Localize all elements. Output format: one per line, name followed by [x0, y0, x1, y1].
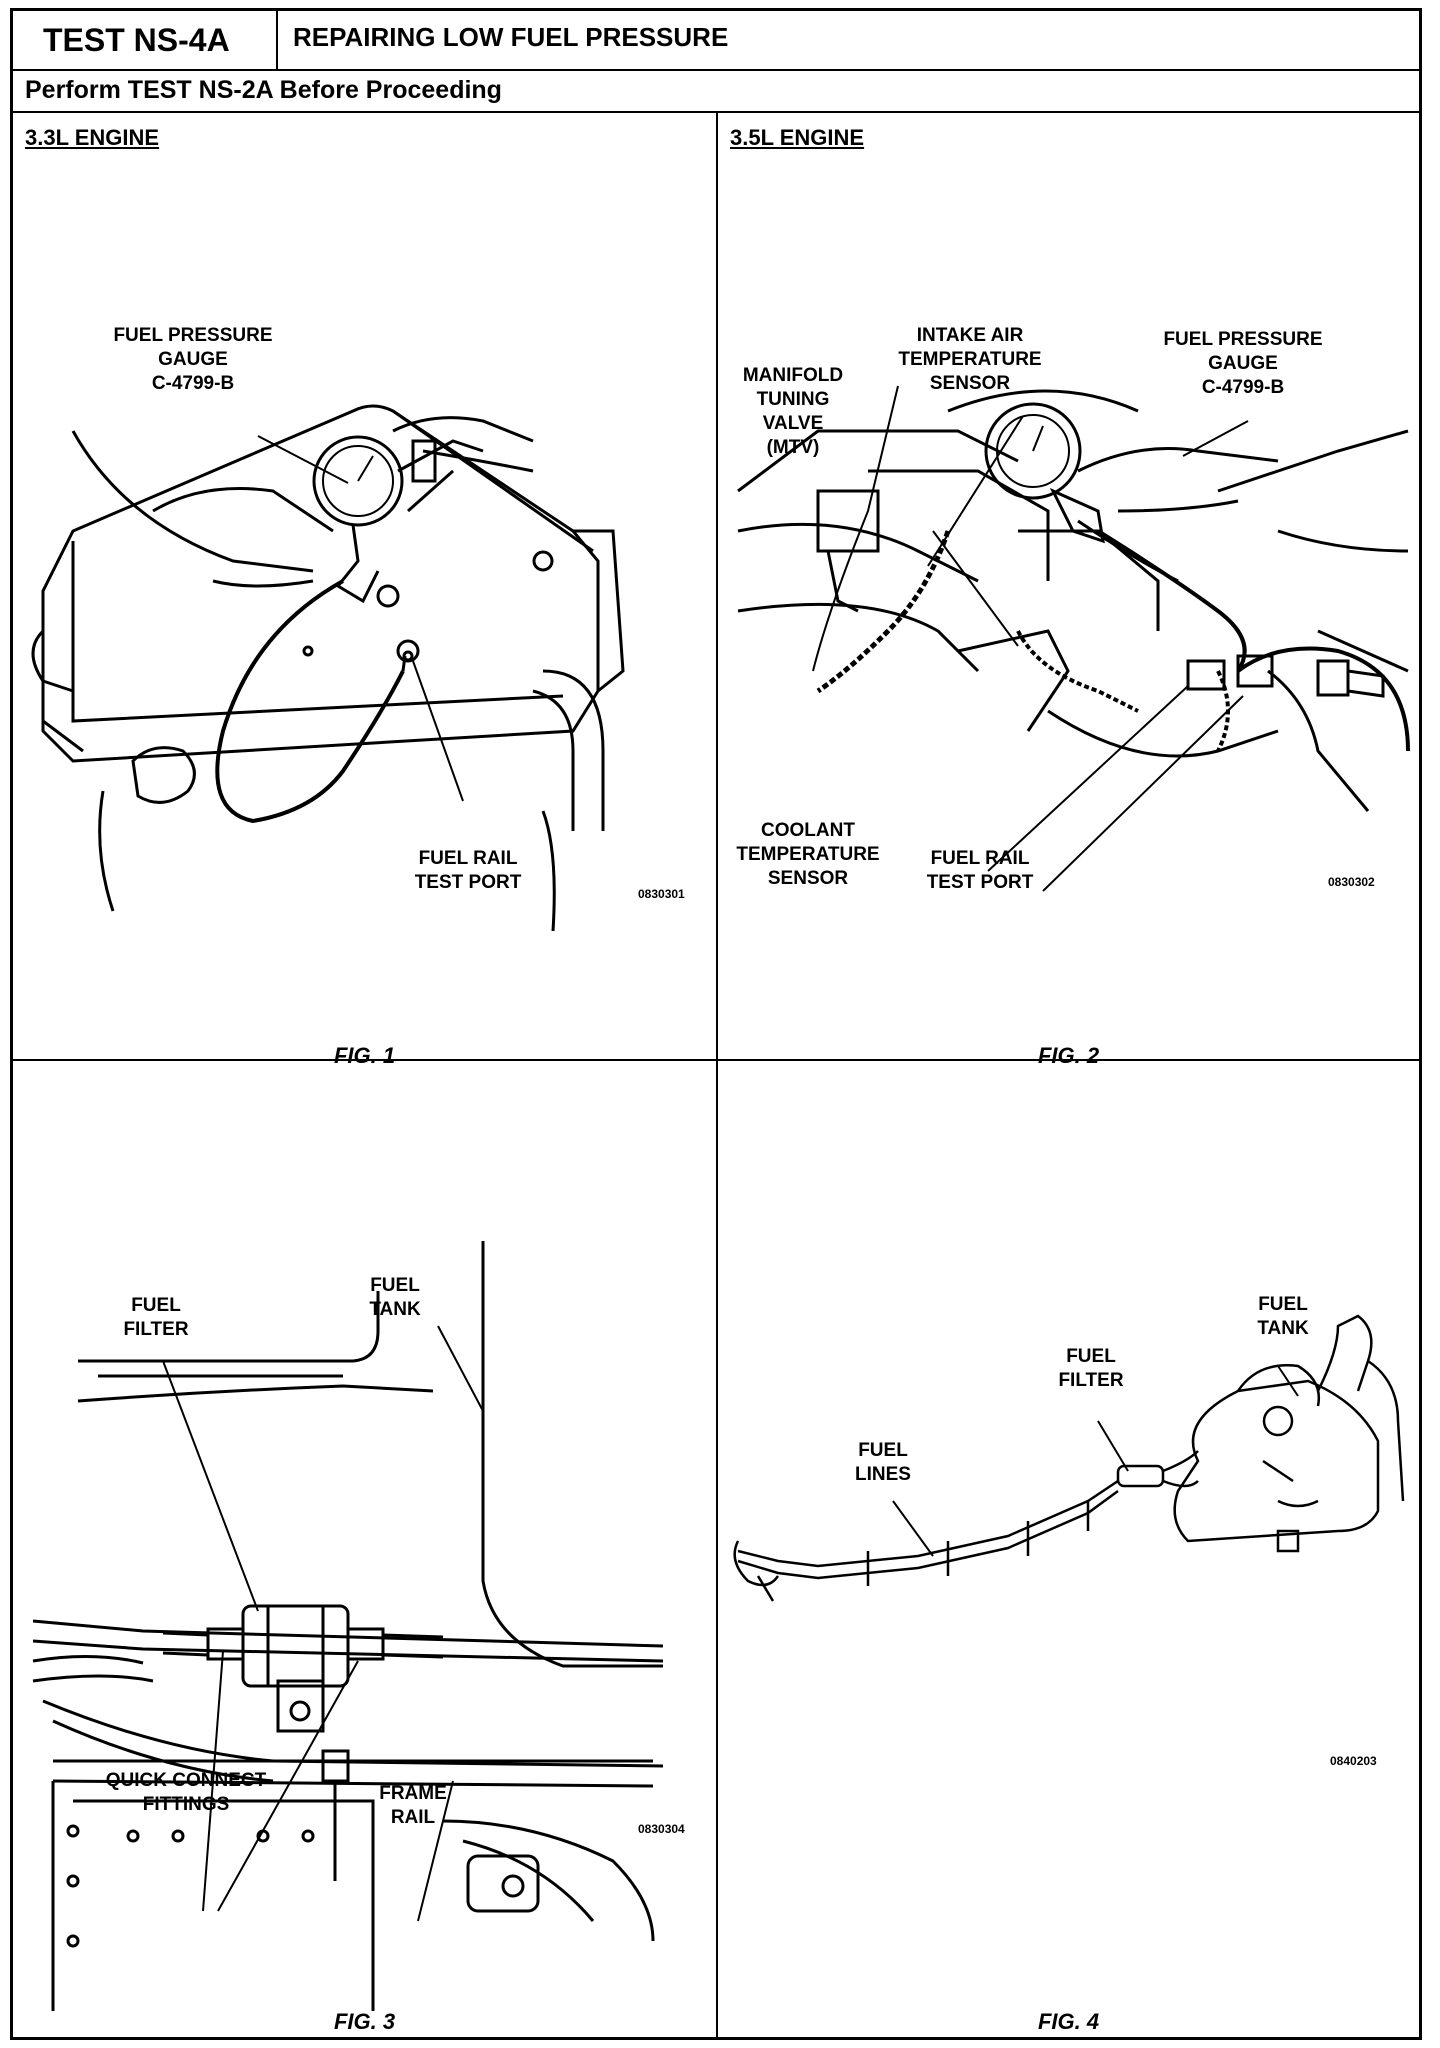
fig2-linework — [737, 385, 1410, 892]
fig2-label-iat-line1: INTAKE AIR — [917, 325, 1024, 346]
prerequisite-row: Perform TEST NS-2A Before Proceeding — [13, 69, 1419, 113]
header-row: TEST NS-4A REPAIRING LOW FUEL PRESSURE — [13, 11, 1419, 71]
figure-4-panel: FUEL TANK FUEL FILTER FUEL LINES 0840203… — [718, 1061, 1419, 2037]
fig1-drawing-code: 0830301 — [638, 887, 685, 901]
fig2-label-gauge-line1: FUEL PRESSURE — [1163, 329, 1322, 350]
fig4-label-lines-line2: LINES — [855, 1464, 911, 1485]
fig3-label-frame-line1: FRAME — [379, 1783, 447, 1804]
fig2-label-iat-line3: SENSOR — [930, 373, 1011, 394]
fig3-linework — [32, 1241, 664, 2011]
fig1-label-gauge-line3: C-4799-B — [152, 373, 234, 394]
fig2-label-port-line1: FUEL RAIL — [931, 848, 1030, 869]
fig3-caption: FIG. 3 — [333, 2009, 396, 2034]
fig2-label-cts-line1: COOLANT — [761, 820, 855, 841]
fig3-label-filter-line1: FUEL — [131, 1295, 181, 1316]
test-id: TEST NS-4A — [13, 11, 278, 69]
fig3-drawing-code: 0830304 — [638, 1822, 685, 1836]
fig2-label-mtv-line3: VALVE — [763, 413, 824, 434]
engine-heading: 3.5L ENGINE — [730, 125, 865, 150]
fig2-drawing-code: 0830302 — [1328, 875, 1375, 889]
fig3-label-filter-line2: FILTER — [123, 1319, 188, 1340]
fig4-label-tank-line1: FUEL — [1258, 1294, 1308, 1315]
fig4-label-filter-line1: FUEL — [1066, 1346, 1116, 1367]
fig4-label-lines-line1: FUEL — [858, 1440, 908, 1461]
fig1-label-port-line2: TEST PORT — [415, 872, 522, 893]
fig2-illustration: MANIFOLD TUNING VALVE (MTV) INTAKE AIR T… — [736, 325, 1410, 893]
figure-1-panel: 3.3L ENGINE — [13, 111, 718, 1068]
test-title: REPAIRING LOW FUEL PRESSURE — [293, 22, 729, 52]
fig2-label-port-line2: TEST PORT — [927, 872, 1034, 893]
fig2-label-mtv-line4: (MTV) — [767, 437, 820, 458]
figure-2-panel: 3.5L ENGINE — [718, 111, 1419, 1068]
fig3-label-frame-line2: RAIL — [391, 1807, 436, 1828]
fig2-label-cts-line2: TEMPERATURE — [736, 844, 879, 865]
prerequisite-note: Perform TEST NS-2A Before Proceeding — [25, 76, 502, 104]
fig3-label-tank-line1: FUEL — [370, 1275, 420, 1296]
fig1-illustration: FUEL PRESSURE GAUGE C-4799-B FUEL RAIL T… — [31, 325, 685, 932]
fig4-drawing-code: 0840203 — [1330, 1754, 1377, 1768]
fig2-label-iat-line2: TEMPERATURE — [898, 349, 1041, 370]
fig3-label-qc-line1: QUICK CONNECT — [106, 1770, 267, 1791]
figure-3-panel: FUEL FILTER FUEL TANK QUICK CONNECT FITT… — [13, 1061, 718, 2037]
fig1-linework — [31, 404, 625, 932]
fig1-label-gauge-line2: GAUGE — [158, 349, 228, 370]
fig2-label-gauge-line3: C-4799-B — [1202, 377, 1284, 398]
fig3-label-tank-line2: TANK — [369, 1299, 421, 1320]
service-procedure-sheet: TEST NS-4A REPAIRING LOW FUEL PRESSURE P… — [10, 8, 1422, 2040]
fig2-label-mtv-line2: TUNING — [757, 389, 830, 410]
fig3-label-qc-line2: FITTINGS — [143, 1794, 230, 1815]
fig2-caption: FIG. 2 — [1037, 1043, 1100, 1068]
fig4-label-tank-line2: TANK — [1257, 1318, 1309, 1339]
fig4-linework — [733, 1314, 1405, 1602]
fig4-illustration: FUEL TANK FUEL FILTER FUEL LINES 0840203 — [733, 1294, 1405, 1768]
fig3-illustration: FUEL FILTER FUEL TANK QUICK CONNECT FITT… — [32, 1241, 685, 2011]
fig1-label-port-line1: FUEL RAIL — [419, 848, 518, 869]
engine-heading: 3.3L ENGINE — [25, 125, 160, 150]
fig4-label-filter-line2: FILTER — [1058, 1370, 1123, 1391]
fig2-label-gauge-line2: GAUGE — [1208, 353, 1278, 374]
fig1-label-gauge-line1: FUEL PRESSURE — [113, 325, 272, 346]
fig2-label-cts-line3: SENSOR — [768, 868, 849, 889]
fig2-label-mtv-line1: MANIFOLD — [743, 365, 843, 386]
fig4-caption: FIG. 4 — [1037, 2009, 1100, 2034]
fig1-caption: FIG. 1 — [333, 1043, 396, 1068]
